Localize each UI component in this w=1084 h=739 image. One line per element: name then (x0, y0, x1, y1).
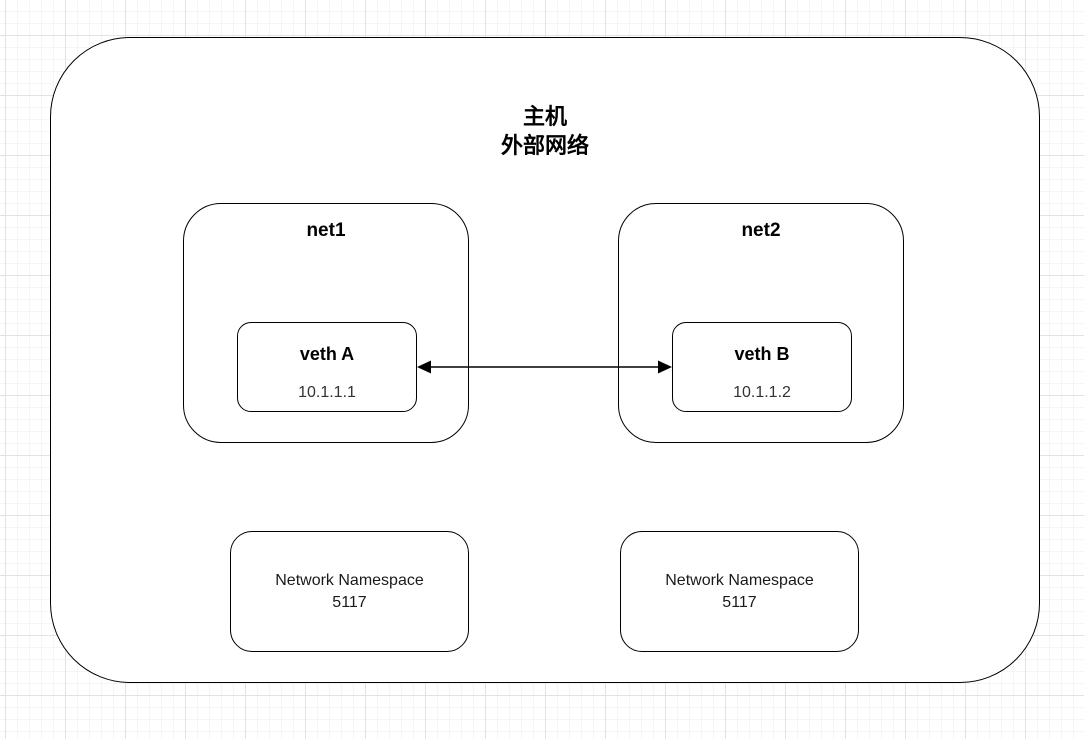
network-namespace-box-right: Network Namespace 5117 (620, 531, 859, 652)
arrow-head-right-icon (658, 360, 672, 374)
network-namespace-right-line1: Network Namespace (665, 571, 814, 589)
host-title-line2: 外部网络 (500, 133, 589, 158)
net1-label: net1 (306, 220, 346, 241)
net2-label: net2 (741, 220, 781, 241)
network-namespace-left-line2: 5117 (332, 593, 367, 611)
veth-a-ip: 10.1.1.1 (298, 384, 356, 401)
network-namespace-box-left: Network Namespace 5117 (230, 531, 469, 652)
veth-a-name: veth A (299, 344, 355, 364)
host-title-line1: 主机 (522, 104, 567, 129)
network-namespace-left-line1: Network Namespace (275, 571, 424, 589)
network-namespace-right-text: Network Namespace 5117 (665, 570, 814, 614)
veth-b-name: veth B (734, 344, 790, 364)
veth-b-box: veth B 10.1.1.2 (672, 322, 852, 412)
veth-a-box: veth A 10.1.1.1 (237, 322, 417, 412)
arrow-head-left-icon (417, 360, 431, 374)
veth-b-ip: 10.1.1.2 (733, 384, 791, 401)
network-namespace-right-line2: 5117 (722, 593, 757, 611)
network-namespace-left-text: Network Namespace 5117 (275, 570, 424, 614)
bidirectional-arrow-icon (417, 360, 672, 374)
host-title: 主机 外部网络 (50, 102, 1040, 160)
